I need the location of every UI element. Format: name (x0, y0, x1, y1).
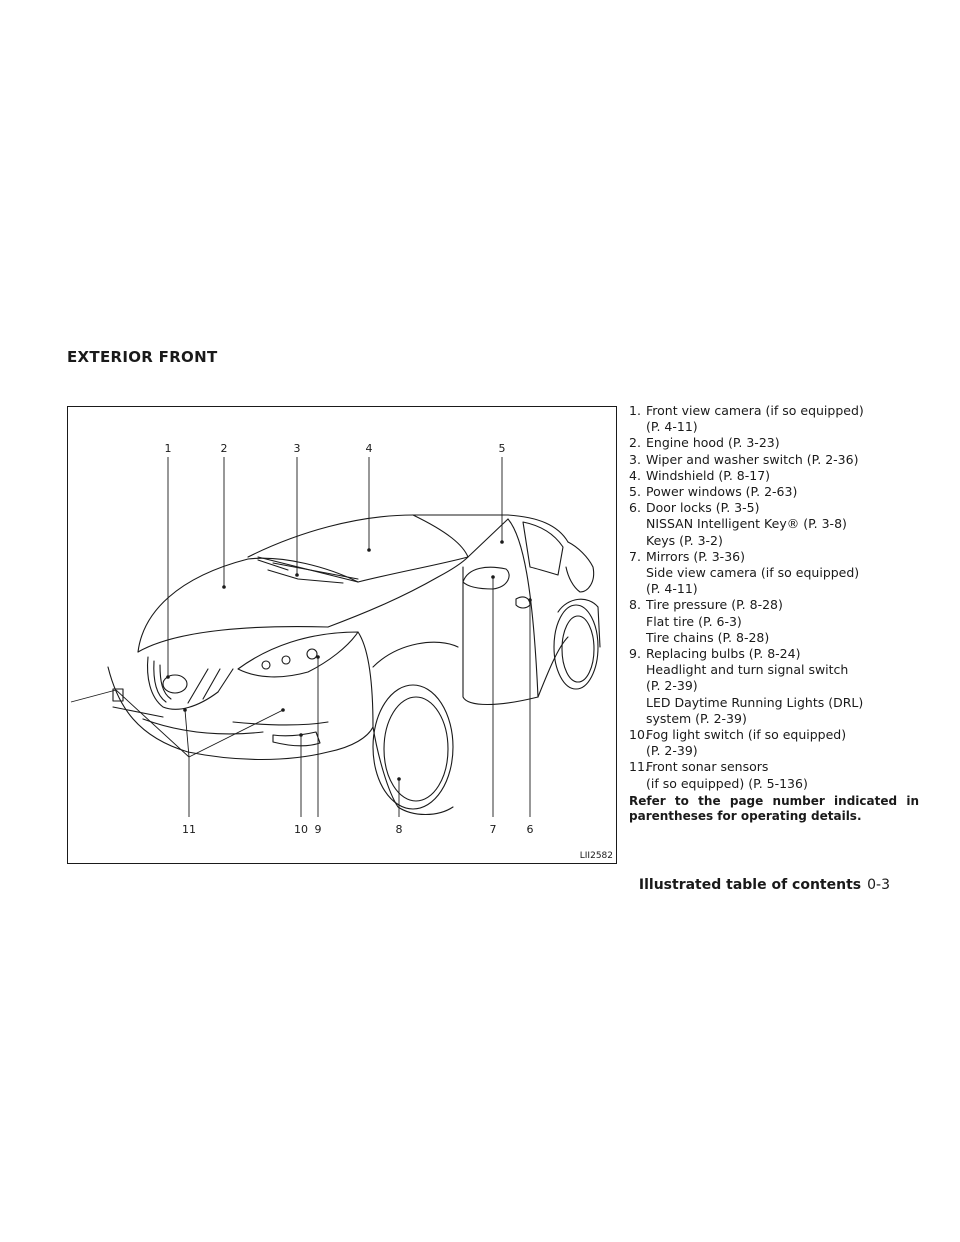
legend-item: 6. Door locks (P. 3-5)NISSAN Intelligent … (629, 500, 919, 549)
legend-item: 5. Power windows (P. 2-63) (629, 484, 919, 500)
legend-item-line: (if so equipped) (P. 5-136) (646, 775, 808, 791)
legend-item-line: system (P. 2-39) (646, 710, 747, 726)
legend-item-line: Tire pressure (P. 8-28) (646, 597, 783, 613)
legend-item: 7. Mirrors (P. 3-36)Side view camera (if … (629, 549, 919, 598)
legend-item-number: 6. (629, 500, 641, 516)
legend-item-text: Front view camera (if so equipped)(P. 4-… (646, 403, 919, 435)
figure-code: LII2582 (579, 851, 613, 861)
legend-item-line: Fog light switch (if so equipped) (646, 727, 847, 743)
legend-item: 10.Fog light switch (if so equipped)(P. … (629, 727, 919, 759)
legend-item-number: 11. (629, 759, 649, 775)
legend-item-line: (P. 4-11) (646, 419, 698, 435)
legend-item-text: Tire pressure (P. 8-28)Flat tire (P. 6-3… (646, 597, 919, 646)
legend-item-line: LED Daytime Running Lights (DRL) (646, 694, 864, 710)
legend-item-text: Windshield (P. 8-17) (646, 468, 919, 484)
chapter-title: Illustrated table of contents (638, 877, 862, 893)
legend-item-text: Wiper and washer switch (P. 2-36) (646, 452, 919, 468)
page-footer: Illustrated table of contents 0-3 (639, 877, 890, 893)
callout-9: 9 (315, 823, 322, 836)
legend-item: 1. Front view camera (if so equipped)(P. … (629, 403, 919, 435)
legend-item-line: Engine hood (P. 3-23) (646, 435, 780, 451)
reference-note: Refer to the page number indicated in pa… (629, 793, 919, 824)
legend-item-number: 3. (629, 451, 641, 467)
legend-item-text: Mirrors (P. 3-36)Side view camera (if so… (646, 549, 919, 598)
legend-item-text: Fog light switch (if so equipped)(P. 2-3… (646, 727, 919, 759)
legend-item-line: Front view camera (if so equipped) (646, 403, 864, 418)
legend-item-text: Door locks (P. 3-5)NISSAN Intelligent Ke… (646, 500, 919, 549)
legend-item: 11.Front sonar sensors(if so equipped) (… (629, 759, 919, 791)
callout-8: 8 (396, 823, 403, 836)
exterior-front-illustration: 1 2 3 4 5 6 7 8 9 10 11 LII2582 (67, 406, 617, 864)
legend-item-line: Power windows (P. 2-63) (646, 484, 798, 500)
legend-item-number: 8. (629, 597, 641, 613)
legend-item-line: (P. 4-11) (646, 581, 698, 597)
legend-item-text: Power windows (P. 2-63) (646, 484, 919, 500)
callout-6: 6 (527, 823, 534, 836)
legend-item: 2. Engine hood (P. 3-23) (629, 435, 919, 451)
legend-item-line: Front sonar sensors (646, 759, 769, 775)
legend-item-text: Engine hood (P. 3-23) (646, 435, 919, 451)
legend-item-number: 9. (629, 646, 641, 662)
legend-item-number: 2. (629, 435, 641, 451)
legend-item: 4. Windshield (P. 8-17) (629, 468, 919, 484)
legend-item-line: Tire chains (P. 8-28) (646, 629, 770, 645)
legend-item-number: 4. (629, 467, 641, 483)
legend-item-line: Flat tire (P. 6-3) (646, 613, 742, 629)
legend-item-line: Mirrors (P. 3-36) (646, 548, 745, 564)
legend-item-number: 7. (629, 548, 641, 564)
legend-item-number: 1. (629, 403, 641, 418)
legend-item-line: Replacing bulbs (P. 8-24) (646, 646, 801, 662)
legend-item-line: (P. 2-39) (646, 678, 698, 694)
legend-item-line: Door locks (P. 3-5) (646, 500, 760, 516)
legend-item: 9. Replacing bulbs (P. 8-24)Headlight and… (629, 646, 919, 727)
legend-item-line: Side view camera (if so equipped) (646, 565, 860, 581)
callout-4: 4 (366, 442, 373, 455)
legend-item: 3. Wiper and washer switch (P. 2-36) (629, 452, 919, 468)
section-title: EXTERIOR FRONT (67, 348, 218, 366)
legend-item-line: NISSAN Intelligent Key® (P. 3-8) (646, 516, 847, 532)
callout-5: 5 (499, 442, 506, 455)
legend-item-line: Headlight and turn signal switch (646, 662, 849, 678)
legend-item-number: 10. (629, 727, 649, 743)
car-line-drawing: 1 2 3 4 5 6 7 8 9 10 11 (70, 442, 601, 836)
legend-item-line: Keys (P. 3-2) (646, 532, 723, 548)
callout-legend: 1.Front view camera (if so equipped)(P. … (629, 403, 919, 825)
callout-7: 7 (490, 823, 497, 836)
legend-item-line: Wiper and washer switch (P. 2-36) (646, 451, 859, 467)
callout-10: 10 (294, 823, 308, 836)
legend-item-text: Replacing bulbs (P. 8-24)Headlight and t… (646, 646, 919, 727)
legend-item-number: 5. (629, 484, 641, 500)
legend-item: 8. Tire pressure (P. 8-28)Flat tire (P. 6… (629, 597, 919, 646)
callout-1: 1 (165, 442, 172, 455)
callout-2: 2 (221, 442, 228, 455)
page-number: 0-3 (867, 877, 890, 893)
legend-item-line: Windshield (P. 8-17) (646, 467, 771, 483)
callout-3: 3 (294, 442, 301, 455)
callout-11: 11 (182, 823, 196, 836)
legend-item-line: (P. 2-39) (646, 743, 698, 759)
legend-item-text: Front sonar sensors(if so equipped) (P. … (646, 759, 919, 791)
